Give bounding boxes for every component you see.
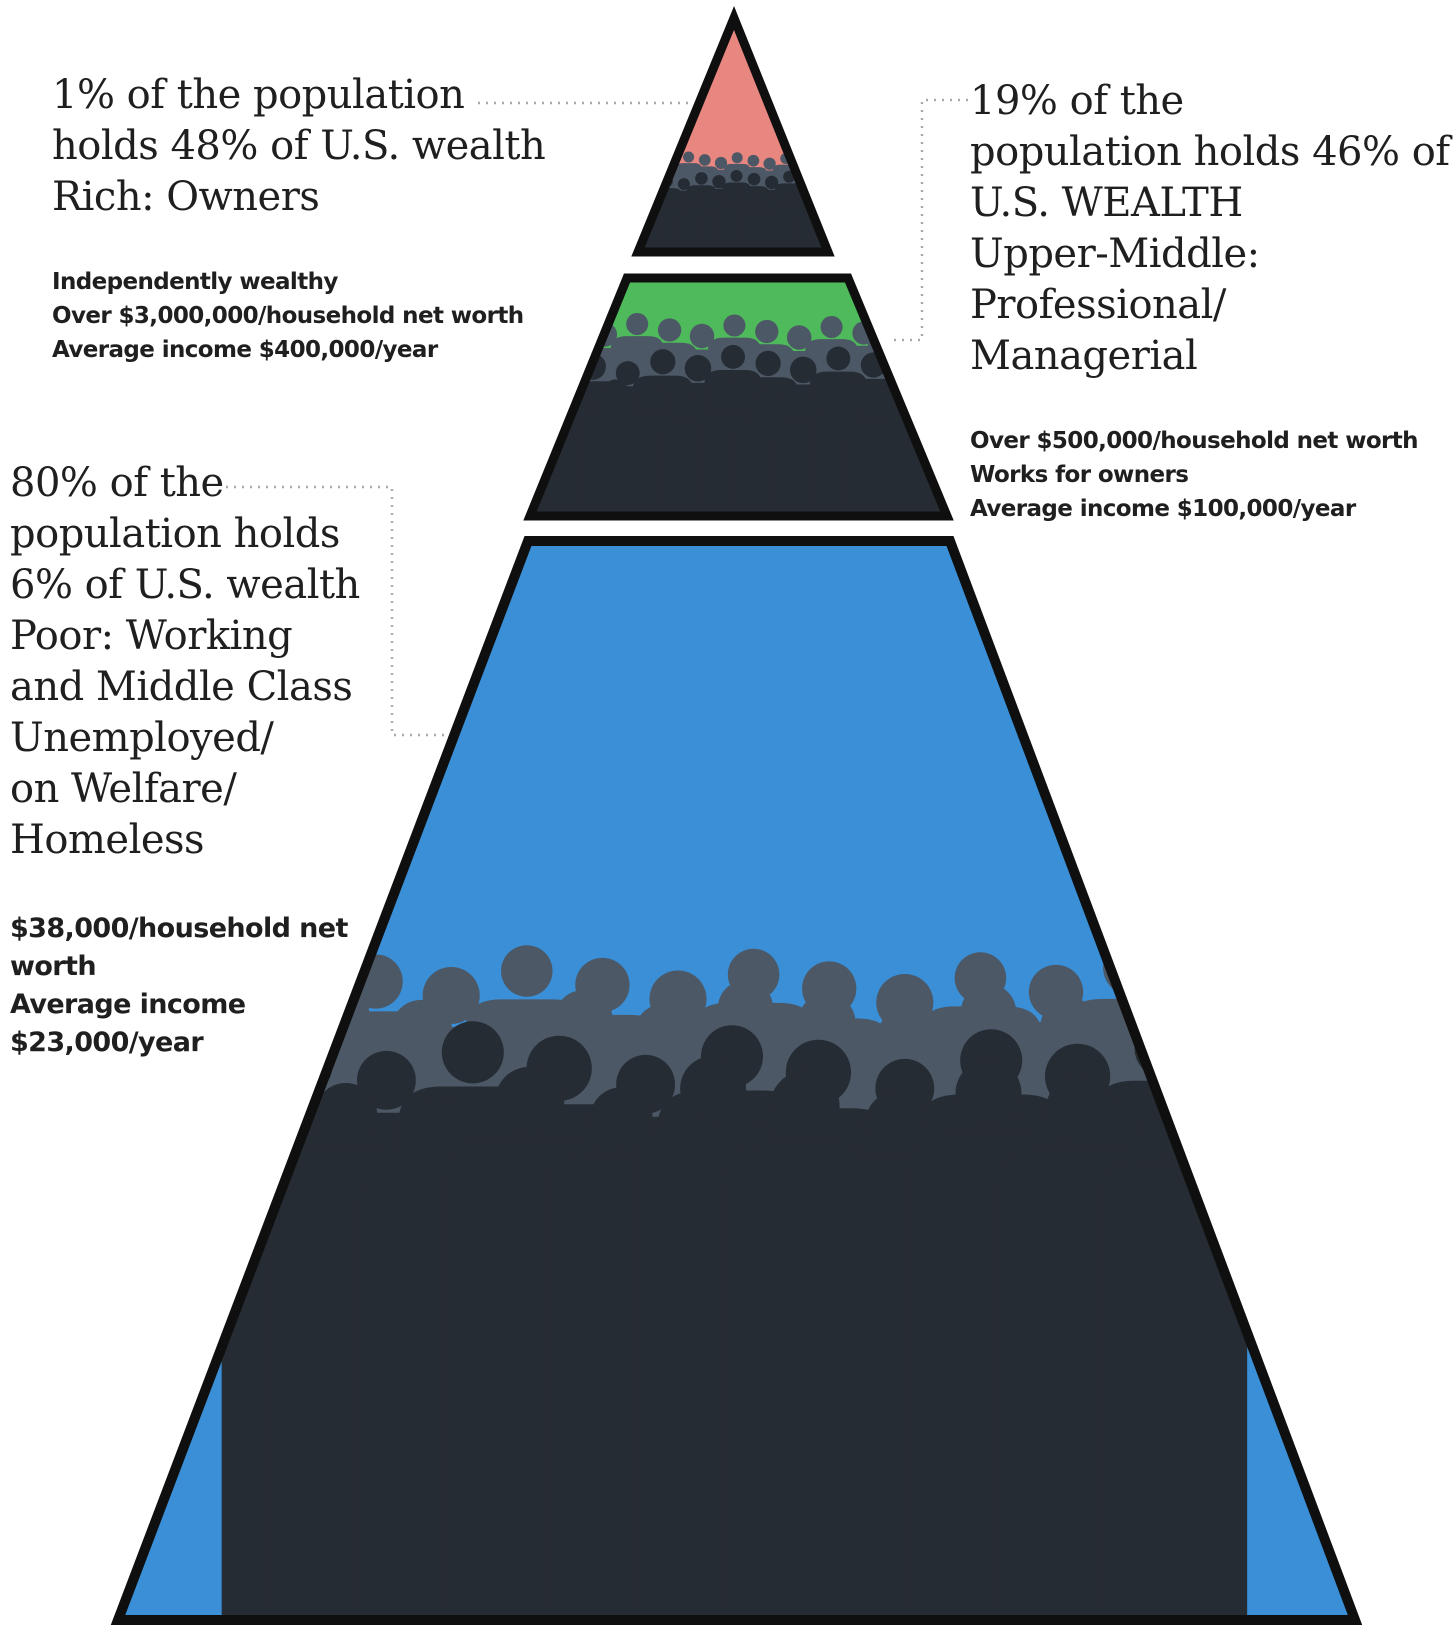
person-silhouette <box>641 318 698 516</box>
tier-upper-middle-headline: 19% of the population holds 46% of U.S. … <box>970 76 1450 382</box>
headline-line: and Middle Class <box>10 664 353 710</box>
person-silhouette <box>732 387 802 516</box>
leader-line-poor <box>226 485 445 737</box>
person-silhouette <box>737 350 799 516</box>
headline-line: holds 48% of U.S. wealth <box>52 123 546 169</box>
person-silhouette <box>700 197 732 252</box>
person-silhouette <box>686 172 717 252</box>
detail-line: Works for owners <box>970 462 1189 488</box>
headline-line: population holds <box>10 511 340 557</box>
person-silhouette <box>738 172 770 252</box>
person-silhouette <box>661 189 695 252</box>
person-silhouette <box>845 389 915 516</box>
headline-line: 19% of the <box>970 78 1184 124</box>
person-silhouette <box>599 361 657 516</box>
tier-poor-details: $38,000/household net worth Average inco… <box>10 910 360 1062</box>
headline-line: 1% of the population <box>52 72 465 118</box>
headline-line: population holds 46% of <box>970 129 1450 175</box>
person-silhouette <box>669 178 699 252</box>
person-silhouette <box>773 395 836 516</box>
tier-rich-outline <box>631 6 835 257</box>
person-silhouette <box>703 174 735 252</box>
person-silhouette <box>672 323 732 516</box>
headline-line: Managerial <box>970 333 1198 379</box>
detail-line: Over $3,000,000/household net worth <box>52 303 524 329</box>
person-silhouette <box>809 382 875 516</box>
tier-poor-crowd <box>221 938 1248 1620</box>
headline-line: Professional/ <box>970 282 1226 328</box>
person-silhouette <box>706 156 736 252</box>
person-silhouette <box>739 154 768 252</box>
person-silhouette <box>774 191 808 252</box>
tier-rich-details: Independently wealthy Over $3,000,000/ho… <box>52 265 545 367</box>
tier-upper-middle-outline <box>523 273 954 521</box>
detail-line: Average income <box>10 989 246 1020</box>
tier-rich-label: 1% of the population holds 48% of U.S. w… <box>52 70 546 367</box>
person-silhouette <box>660 394 723 516</box>
person-silhouette <box>632 349 694 516</box>
person-silhouette <box>707 314 761 516</box>
tier-poor-label: 80% of the population holds 6% of U.S. w… <box>10 458 360 1062</box>
person-silhouette <box>769 325 829 516</box>
headline-line: U.S. WEALTH <box>970 180 1243 226</box>
headline-line: 6% of U.S. wealth <box>10 562 360 608</box>
tier-poor-outline <box>110 536 1363 1625</box>
tier-upper-middle-details: Over $500,000/household net worth Works … <box>970 424 1450 526</box>
person-silhouette <box>704 344 762 516</box>
person-silhouette <box>696 381 762 516</box>
detail-line: $23,000/year <box>10 1027 204 1058</box>
headline-line: Upper-Middle: <box>970 231 1260 277</box>
person-silhouette <box>690 154 719 252</box>
headline-line: on Welfare/ <box>10 766 237 812</box>
leader-line-upper-middle <box>892 98 968 342</box>
headline-line: Homeless <box>10 817 205 863</box>
tier-upper-middle-label: 19% of the population holds 46% of U.S. … <box>970 76 1450 526</box>
detail-line: worth <box>10 951 97 982</box>
detail-line: Average income $400,000/year <box>52 337 438 363</box>
person-silhouette <box>619 385 688 516</box>
person-silhouette <box>666 354 730 516</box>
person-silhouette <box>736 193 771 252</box>
detail-line: Over $500,000/household net worth <box>970 428 1419 454</box>
person-silhouette <box>809 346 868 516</box>
person-silhouette <box>679 192 714 252</box>
headline-line: Rich: Owners <box>52 174 320 220</box>
detail-line: Average income $100,000/year <box>970 496 1356 522</box>
detail-line: Independently wealthy <box>52 269 338 295</box>
person-silhouette <box>723 152 751 252</box>
headline-line: Unemployed/ <box>10 715 274 761</box>
person-silhouette <box>722 169 751 252</box>
detail-line: $38,000/household net <box>10 913 348 944</box>
person-silhouette <box>756 197 788 252</box>
person-silhouette <box>755 175 788 252</box>
person-silhouette <box>1097 1095 1248 1620</box>
person-silhouette <box>805 315 859 516</box>
tier-rich-headline: 1% of the population holds 48% of U.S. w… <box>52 70 546 223</box>
headline-line: 80% of the <box>10 460 224 506</box>
person-silhouette <box>738 319 795 516</box>
person-silhouette <box>718 190 751 252</box>
person-silhouette <box>754 157 785 252</box>
headline-line: Poor: Working <box>10 613 293 659</box>
person-silhouette <box>771 356 836 516</box>
person-silhouette <box>675 151 702 252</box>
tier-poor-headline: 80% of the population holds 6% of U.S. w… <box>10 458 360 866</box>
person-silhouette <box>610 312 664 516</box>
person-silhouette <box>583 379 649 516</box>
